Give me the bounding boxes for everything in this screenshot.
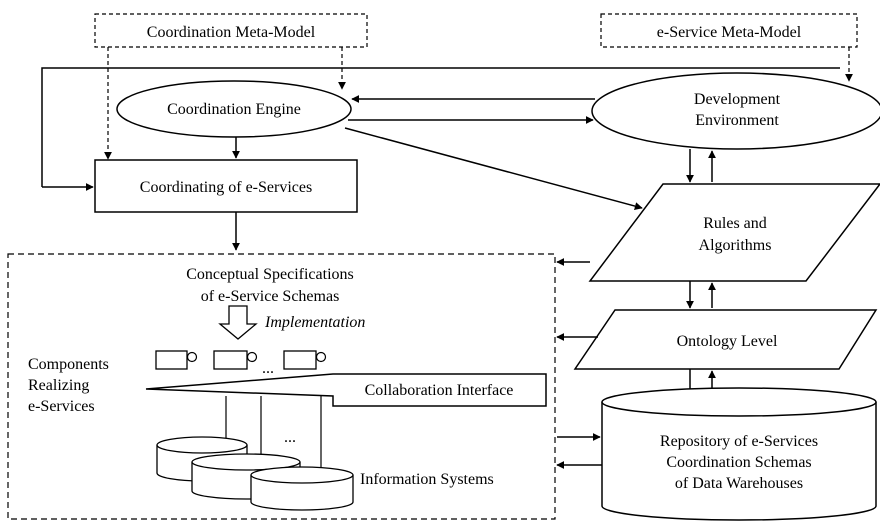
components-label-1: Components: [28, 356, 109, 373]
repository-label-1: Repository of e-Services: [660, 433, 818, 450]
rules-algorithms-label-1: Rules and: [703, 215, 767, 232]
repository-node: [601, 402, 877, 521]
component-box: [213, 350, 248, 370]
conceptual-spec-label-1: Conceptual Specifications: [186, 266, 354, 283]
coordination-engine-label: Coordination Engine: [167, 101, 301, 118]
implementation-area-box: [7, 253, 556, 520]
rules-algorithms-node: [588, 183, 880, 282]
coordinating-eservices-node: [94, 159, 358, 213]
eservice-meta-model-label: e-Service Meta-Model: [657, 24, 802, 41]
systems-ellipsis: ...: [284, 429, 296, 446]
repository-label-2: Coordination Schemas: [666, 454, 811, 471]
coordination-meta-model-box: [94, 13, 368, 48]
information-system-db: [250, 466, 354, 511]
components-label-3: e-Services: [28, 398, 95, 415]
ontology-level-label: Ontology Level: [677, 333, 778, 350]
rules-algorithms-label-2: Algorithms: [699, 237, 772, 254]
collaboration-interface-shape: [145, 373, 547, 407]
coordinating-eservices-label: Coordinating of e-Services: [140, 179, 312, 196]
component-box: [283, 350, 317, 370]
repository-top: [601, 387, 877, 417]
component-box: [155, 350, 188, 370]
implementation-arrow: [218, 305, 258, 340]
components-label-2: Realizing: [28, 377, 89, 394]
eservice-meta-model-box: [600, 13, 858, 48]
component-port: [186, 351, 198, 363]
information-systems-label: Information Systems: [360, 471, 494, 488]
component-port: [315, 351, 327, 363]
implementation-label: Implementation: [264, 314, 365, 331]
engine-to-rules-arrow: [344, 127, 643, 210]
components-ellipsis: ...: [262, 360, 274, 377]
development-environment-node: [591, 72, 880, 150]
conceptual-spec-label-2: of e-Service Schemas: [201, 288, 340, 305]
coordination-meta-model-label: Coordination Meta-Model: [147, 24, 316, 41]
development-environment-label-1: Development: [694, 91, 781, 108]
ontology-level-node: [573, 309, 878, 370]
feedback-loop-line: [41, 67, 840, 187]
development-environment-label-2: Environment: [695, 112, 779, 129]
collaboration-interface-label: Collaboration Interface: [365, 382, 514, 399]
component-port: [246, 351, 258, 363]
repository-label-3: of Data Warehouses: [675, 475, 803, 492]
coordination-engine-node: [116, 80, 352, 138]
